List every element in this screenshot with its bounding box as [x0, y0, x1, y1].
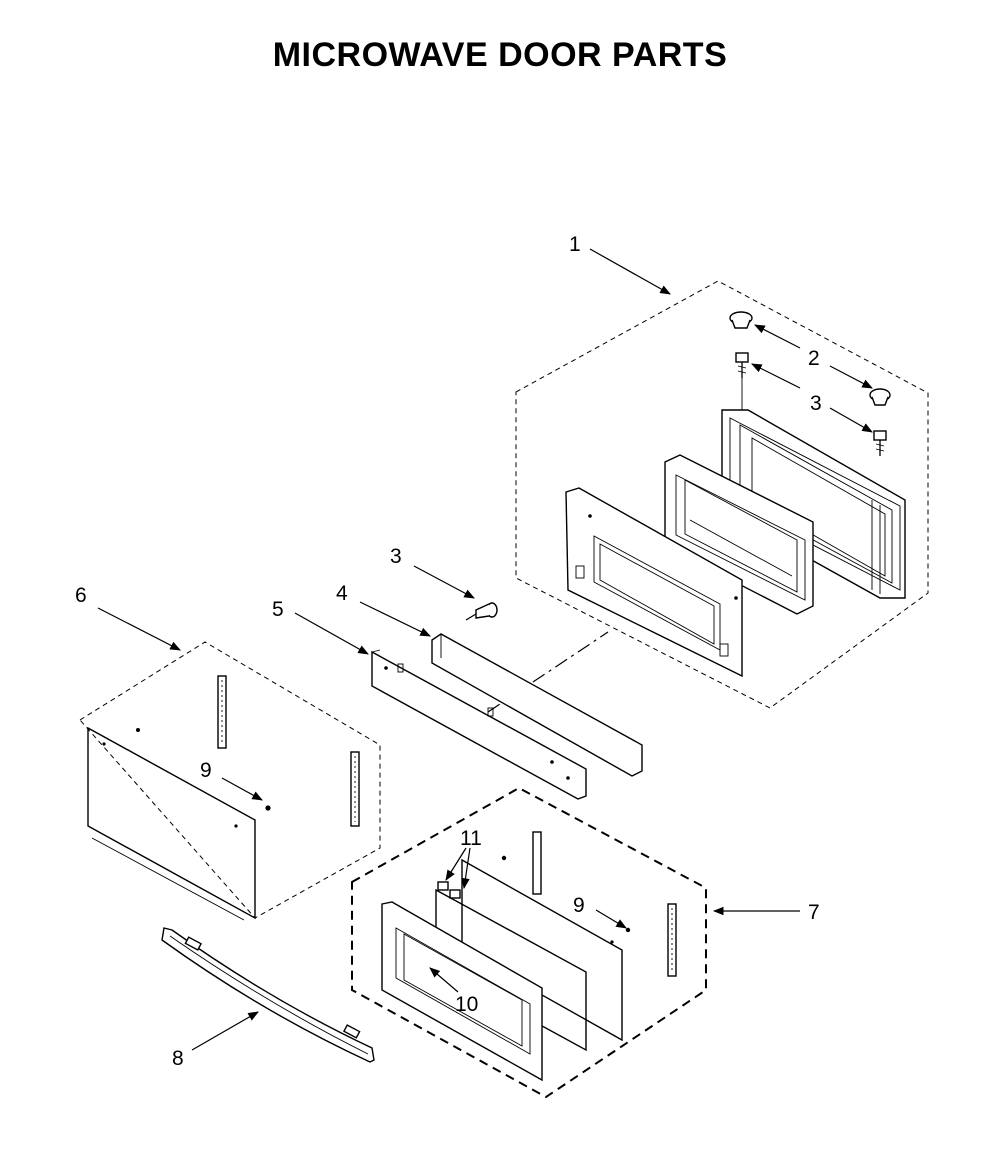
leader-3-left — [751, 363, 801, 389]
callout-9-left: 9 — [200, 759, 212, 782]
leader-3-mid — [413, 565, 475, 599]
door-screw-right — [873, 430, 887, 456]
callout-3-right: 3 — [810, 392, 822, 415]
leader-8 — [191, 1011, 259, 1051]
screw-part-3 — [465, 602, 498, 621]
door-handle-part-8 — [161, 927, 375, 1063]
trim-strip-part-4 — [431, 633, 643, 777]
leader-9-right — [595, 909, 627, 929]
callout-4: 4 — [336, 582, 348, 605]
glass-window-part-10 — [381, 901, 543, 1082]
door-screw-top — [735, 352, 749, 378]
leader-2-left — [754, 324, 801, 349]
callout-9-right: 9 — [573, 894, 585, 917]
door-frame — [664, 454, 814, 615]
assembly-1-dashed-outline — [515, 280, 929, 709]
leader-6 — [97, 607, 181, 651]
callout-11: 11 — [460, 827, 482, 850]
callout-3-middle: 3 — [390, 545, 402, 568]
door-front-plate — [565, 487, 743, 678]
callout-1: 1 — [569, 233, 581, 256]
leader-4 — [359, 601, 431, 637]
callout-5: 5 — [272, 598, 284, 621]
leader-11-a — [445, 847, 467, 881]
callout-10: 10 — [455, 993, 478, 1016]
door-assembly-group-1 — [515, 248, 929, 709]
leader-9-left — [221, 777, 263, 801]
door-assembly-group-7 — [351, 786, 707, 1099]
leader-5 — [294, 612, 369, 655]
connector-centerline — [487, 631, 609, 713]
callout-2: 2 — [808, 347, 820, 370]
callout-6: 6 — [75, 584, 87, 607]
door-cap-top — [729, 311, 753, 329]
door-cap-right — [869, 388, 891, 406]
leader-10 — [429, 967, 459, 993]
leader-3-right — [829, 407, 873, 433]
outer-panel-part-6 — [79, 641, 381, 921]
leader-11-b — [461, 847, 471, 890]
leader-2-right — [829, 365, 873, 389]
bracket-bar-part-5 — [371, 649, 587, 800]
callout-7: 7 — [808, 901, 820, 924]
diagram-title: MICROWAVE DOOR PARTS — [272, 36, 728, 74]
callout-8: 8 — [172, 1047, 184, 1070]
assembly-7-dashed-outline — [351, 786, 707, 1099]
leader-1 — [589, 248, 671, 295]
